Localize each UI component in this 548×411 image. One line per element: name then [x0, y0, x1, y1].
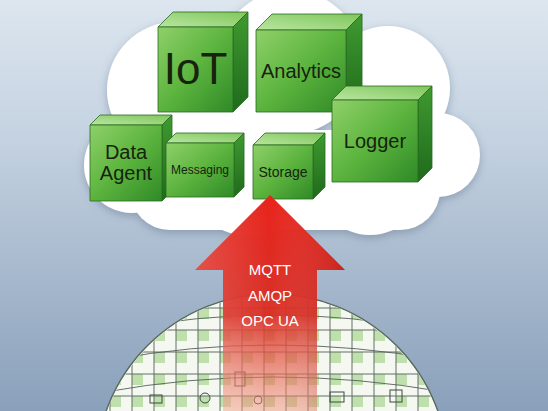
cube-top [253, 133, 325, 145]
cube-side [233, 12, 248, 112]
cube-label: Data Agent [95, 142, 157, 184]
cube-top [332, 86, 432, 100]
cube-side [313, 133, 325, 199]
cube-label: Messaging [171, 164, 229, 177]
cube-top [166, 133, 244, 143]
service-cube: Logger [332, 86, 432, 182]
arrow-body [195, 195, 345, 411]
protocol-arrow: MQTTAMQPOPC UA [195, 195, 345, 411]
cube-front [90, 125, 162, 201]
protocol-name: MQTT [249, 257, 292, 283]
service-cube: Messaging [166, 133, 244, 197]
service-cube: Storage [253, 133, 325, 199]
text-area: Messaging [166, 143, 234, 197]
text-area: IoT [158, 27, 233, 112]
cube-side [418, 86, 432, 182]
protocol-name: OPC UA [241, 308, 299, 334]
cube-front [166, 143, 234, 197]
cube-front [332, 100, 418, 182]
cube-label: IoT [164, 46, 228, 92]
service-cube: Data Agent [90, 115, 172, 201]
text-area: MQTTAMQPOPC UA [195, 257, 345, 334]
protocol-name: AMQP [248, 283, 292, 309]
cube-side [234, 133, 244, 197]
cube-label: Analytics [261, 61, 341, 82]
service-cube: IoT [158, 12, 248, 112]
cube-label: Logger [344, 131, 406, 152]
cube-top [158, 12, 248, 27]
text-area: Logger [332, 100, 418, 182]
cube-top [256, 14, 362, 30]
cube-front [158, 27, 233, 112]
cube-label: Storage [258, 165, 307, 180]
cloud [84, 0, 480, 236]
cube-top [90, 115, 172, 125]
cube-front [253, 145, 313, 199]
arrow-shading [195, 195, 345, 411]
text-area: Storage [253, 145, 313, 199]
text-area: Data Agent [90, 125, 162, 201]
